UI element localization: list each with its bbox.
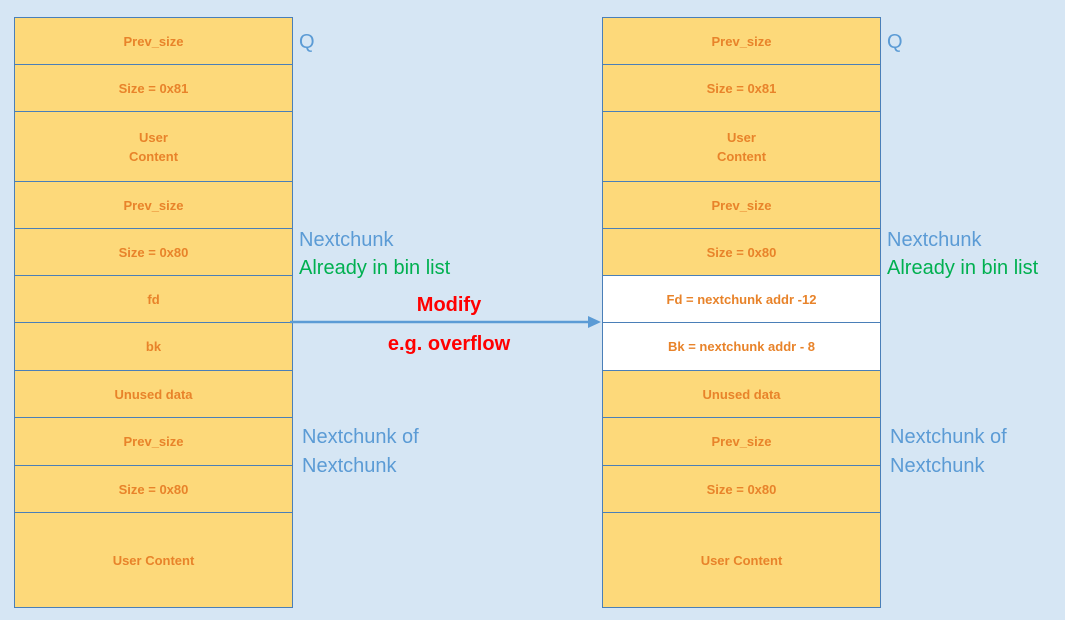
cell-text: Prev_size: [711, 33, 772, 49]
right-cell-unused-data: Unused data: [603, 371, 880, 418]
left-cell-nn-size: Size = 0x80: [15, 466, 292, 513]
left-cell-unused-data: Unused data: [15, 371, 292, 418]
cell-text: Size = 0x81: [706, 80, 777, 96]
cell-text: Prev_size: [711, 197, 772, 213]
cell-text: User Content: [700, 552, 783, 568]
modify-label: Modify: [416, 294, 482, 316]
right-cell-nn-size: Size = 0x80: [603, 466, 880, 513]
cell-text: fd: [147, 291, 160, 307]
left-cell-size: Size = 0x81: [15, 65, 292, 112]
cell-text: Fd = nextchunk addr -12: [666, 291, 817, 307]
overflow-label: e.g. overflow: [387, 333, 511, 355]
right-cell-next-size: Size = 0x80: [603, 229, 880, 276]
left-bin-list-label: Already in bin list: [299, 257, 451, 279]
cell-text: Size = 0x81: [118, 80, 189, 96]
right-cell-nn-prev-size: Prev_size: [603, 418, 880, 466]
left-nextchunk-label: Nextchunk: [299, 229, 394, 251]
cell-text: Content: [128, 148, 179, 164]
right-nextchunk-label: Nextchunk: [887, 229, 982, 251]
left-nextchunk-of-label: Nextchunk of: [302, 426, 419, 448]
cell-text: Bk = nextchunk addr - 8: [667, 339, 815, 354]
left-q-label: Q: [299, 31, 315, 53]
cell-text: Size = 0x80: [118, 244, 189, 260]
left-cell-next-prev-size: Prev_size: [15, 182, 292, 229]
right-cell-size: Size = 0x81: [603, 65, 880, 112]
left-cell-nn-prev-size: Prev_size: [15, 418, 292, 466]
right-cell-fd-modified: Fd = nextchunk addr -12: [603, 276, 880, 323]
cell-text: Prev_size: [123, 434, 184, 449]
modify-arrow-icon: [290, 316, 601, 328]
left-cell-fd: fd: [15, 276, 292, 323]
left-cell-bk: bk: [15, 323, 292, 371]
right-bin-list-label: Already in bin list: [887, 257, 1039, 279]
cell-text: Unused data: [114, 386, 193, 402]
cell-text: bk: [145, 339, 162, 354]
cell-text: Size = 0x80: [118, 481, 189, 497]
cell-text: Size = 0x80: [706, 481, 777, 497]
right-cell-next-prev-size: Prev_size: [603, 182, 880, 229]
right-nextchunk-of-label-line2: Nextchunk: [890, 455, 985, 477]
left-cell-next-size: Size = 0x80: [15, 229, 292, 276]
left-nextchunk-of-label-line2: Nextchunk: [302, 455, 397, 477]
cell-text: Content: [716, 148, 767, 164]
cell-text: Prev_size: [123, 197, 184, 213]
cell-text: Prev_size: [123, 33, 184, 49]
cell-text: User Content: [112, 552, 195, 568]
cell-text: Unused data: [702, 386, 781, 402]
left-cell-nn-user-content: User Content: [15, 513, 292, 607]
right-cell-bk-modified: Bk = nextchunk addr - 8: [603, 323, 880, 371]
cell-text: Size = 0x80: [706, 244, 777, 260]
cell-text: Prev_size: [711, 434, 772, 449]
right-cell-nn-user-content: User Content: [603, 513, 880, 607]
right-cell-prev-size: Prev_size: [603, 18, 880, 65]
left-cell-prev-size: Prev_size: [15, 18, 292, 65]
cell-text: User: [139, 129, 168, 145]
cell-text: User: [727, 129, 756, 145]
right-nextchunk-of-label: Nextchunk of: [890, 426, 1007, 448]
right-q-label: Q: [887, 31, 903, 53]
